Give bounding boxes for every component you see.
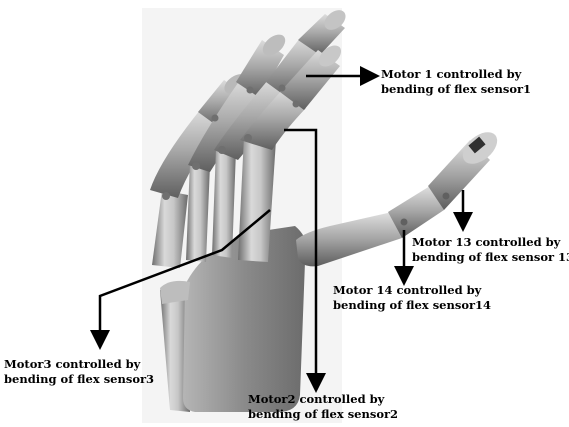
motor1-label: Motor 1 controlled by bending of flex se… (381, 67, 531, 97)
motor2-line2: bending of flex sensor2 (248, 407, 398, 422)
motor2-line1: Motor2 controlled by (248, 392, 398, 407)
motor13-line1: Motor 13 controlled by (412, 235, 569, 250)
motor3-leader (100, 210, 270, 340)
motor14-label: Motor 14 controlled by bending of flex s… (333, 283, 491, 313)
motor1-line2: bending of flex sensor1 (381, 82, 531, 97)
motor14-line1: Motor 14 controlled by (333, 283, 491, 298)
motor1-line1: Motor 1 controlled by (381, 67, 531, 82)
motor13-line2: bending of flex sensor 13 (412, 250, 569, 265)
motor13-label: Motor 13 controlled by bending of flex s… (412, 235, 569, 265)
motor2-leader (284, 130, 316, 383)
motor2-label: Motor2 controlled by bending of flex sen… (248, 392, 398, 422)
motor3-line1: Motor3 controlled by (4, 357, 154, 372)
motor14-line2: bending of flex sensor14 (333, 298, 491, 313)
motor3-label: Motor3 controlled by bending of flex sen… (4, 357, 154, 387)
motor3-line2: bending of flex sensor3 (4, 372, 154, 387)
